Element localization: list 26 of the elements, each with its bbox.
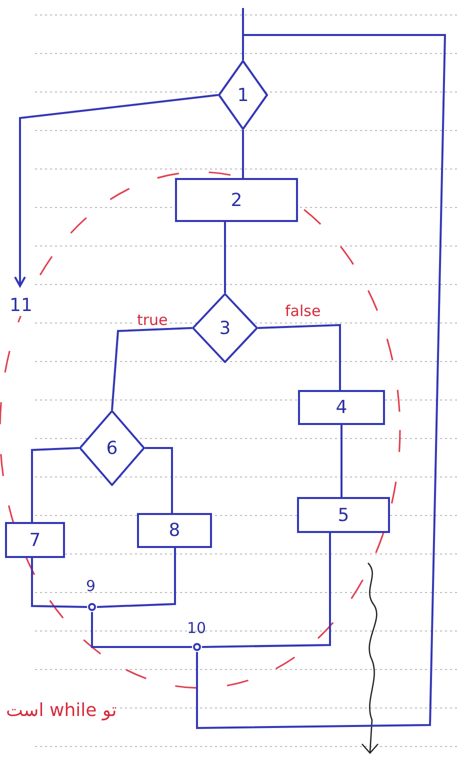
edge-label: true (135, 312, 170, 328)
connector-line (96, 548, 176, 608)
process-box: 4 (298, 390, 385, 425)
process-box: 2 (175, 178, 298, 222)
edge-label: false (283, 303, 323, 319)
process-box: 7 (5, 522, 65, 558)
connector-line (111, 327, 192, 410)
arrow (14, 94, 218, 287)
note-text: تو while است (4, 700, 119, 722)
junction-label: 9 (86, 578, 96, 594)
connector-line (31, 447, 80, 522)
process-box: 8 (137, 513, 212, 548)
decision-diamond: 1 (218, 60, 268, 130)
connector-line (258, 324, 341, 390)
connector-line (202, 533, 331, 648)
connector-line (224, 222, 226, 293)
connector-line (91, 612, 192, 648)
decision-diamond: 6 (79, 410, 145, 486)
connector-line (145, 447, 173, 513)
junction-label: 10 (187, 620, 206, 636)
connector-line (242, 130, 244, 178)
process-box: 5 (297, 497, 390, 533)
connector-line (340, 425, 342, 497)
decision-diamond: 3 (192, 293, 258, 363)
connector-line (196, 34, 446, 730)
connector-line (31, 558, 88, 608)
